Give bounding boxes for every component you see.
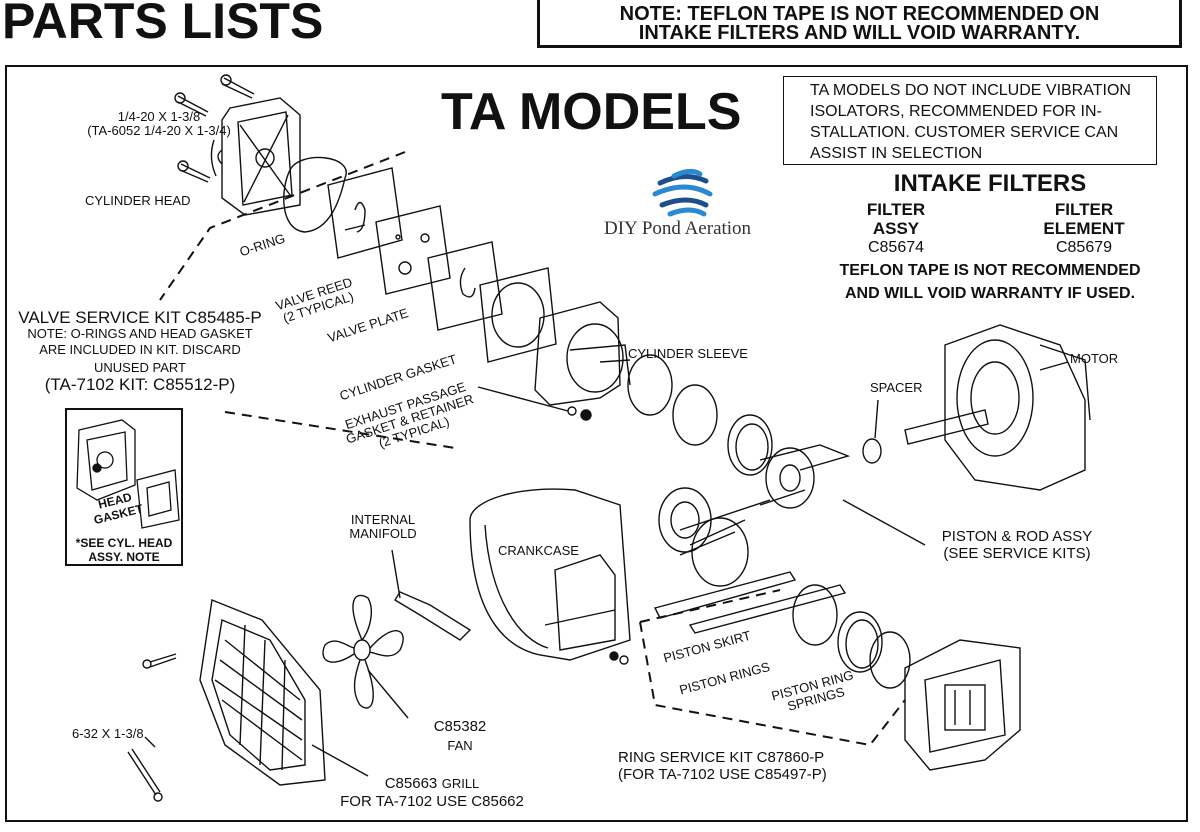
- intake-filters-heading: INTAKE FILTERS: [893, 170, 1087, 197]
- valve-reed-2: [427, 241, 503, 331]
- logo-text: DIY Pond Aeration: [604, 218, 752, 239]
- vibration-line-4: ASSIST IN SELECTION: [810, 145, 983, 162]
- vibration-line-1: TA MODELS DO NOT INCLUDE VIBRATION: [810, 82, 1131, 99]
- ring-lower-1: [792, 584, 838, 646]
- grill-part-number: C85663: [384, 775, 438, 792]
- ring-upper-2: [672, 384, 718, 446]
- diagram-title: TA MODELS: [441, 83, 742, 141]
- col1-title-1: FILTER: [866, 200, 926, 219]
- ring-service-kit-label: RING SERVICE KIT C87860-P (FOR TA-7102 U…: [618, 749, 827, 783]
- valve-kit-note-2: ARE INCLUDED IN KIT. DISCARD: [39, 342, 241, 357]
- bolt-top-label-1: 1/4-20 X 1-3/8: [117, 109, 201, 124]
- valve-kit-note-3: UNUSED PART: [94, 360, 186, 375]
- cylinder-gasket-shape: [479, 267, 557, 363]
- col2-title-1: FILTER: [1054, 200, 1114, 219]
- crankcase-label: CRANKCASE: [498, 543, 579, 558]
- see-cyl-2: ASSY. NOTE: [88, 550, 160, 564]
- valve-kit-alt: (TA-7102 KIT: C85512-P): [44, 375, 236, 394]
- vibration-line-3: STALLATION. CUSTOMER SERVICE CAN: [810, 124, 1119, 141]
- motor-label: MOTOR: [1070, 351, 1119, 366]
- bolt-bottom-label: 6-32 X 1-3/8: [72, 726, 144, 741]
- grill-name: GRILL: [441, 776, 480, 791]
- manifold-tube: [394, 591, 472, 641]
- fan-label: C85382 FAN: [420, 718, 500, 753]
- valve-kit-note-1: NOTE: O-RINGS AND HEAD GASKET: [27, 326, 253, 341]
- fan-name: FAN: [447, 738, 473, 753]
- vibration-line-2: ISOLATORS, RECOMMENDED FOR IN-: [810, 103, 1102, 120]
- filter-warning-1: TEFLON TAPE IS NOT RECOMMENDED: [839, 262, 1141, 279]
- filter-assy-column: FILTER ASSY C85674: [826, 200, 966, 258]
- filter-assy-part: C85674: [867, 239, 925, 256]
- see-cyl-note: *SEE CYL. HEAD ASSY. NOTE: [67, 536, 181, 564]
- col1-title-2: ASSY: [872, 219, 920, 238]
- spacer-label: SPACER: [870, 380, 923, 395]
- inset-drawing: [76, 419, 180, 529]
- bolt-bottom-2: [127, 748, 161, 796]
- manifold-label-2: MANIFOLD: [349, 526, 417, 541]
- piston-shape: [658, 487, 749, 587]
- valve-reed-plate: [327, 167, 403, 259]
- valve-kit-bracket: [159, 151, 456, 449]
- diagram-frame: [5, 65, 1188, 822]
- ring-upper-3: [727, 414, 773, 476]
- cylinder-head-label: CYLINDER HEAD: [85, 193, 191, 208]
- bolt-top-2: [220, 74, 255, 99]
- bolt-top-3: [177, 160, 211, 183]
- cylinder-sleeve-label: CYLINDER SLEEVE: [628, 346, 748, 361]
- ring-upper-1: [627, 354, 673, 416]
- piston-rod-label: PISTON & ROD ASSY (SEE SERVICE KITS): [922, 528, 1112, 562]
- valve-service-kit: VALVE SERVICE KIT C85485-P NOTE: O-RINGS…: [8, 308, 272, 394]
- grill-alt: FOR TA-7102 USE C85662: [340, 793, 524, 810]
- bolt-top-1: [174, 92, 209, 117]
- internal-manifold-label: INTERNAL MANIFOLD: [340, 513, 426, 541]
- filter-warning-2: AND WILL VOID WARRANTY IF USED.: [844, 285, 1136, 302]
- ring-kit-label-2: (FOR TA-7102 USE C85497-P): [618, 766, 827, 783]
- fan-part-number: C85382: [433, 718, 487, 735]
- cylinder-sleeve-shape: [534, 301, 631, 406]
- col2-title-2: ELEMENT: [1043, 219, 1125, 238]
- head-gasket-inset: HEAD GASKET *SEE CYL. HEAD ASSY. NOTE: [65, 408, 183, 566]
- vibration-note-box: TA MODELS DO NOT INCLUDE VIBRATION ISOLA…: [783, 76, 1157, 165]
- spacer-shape: [862, 438, 882, 464]
- crankcase-shape: [469, 488, 631, 661]
- ring-kit-bracket: [639, 589, 906, 747]
- piston-rod-label-2: (SEE SERVICE KITS): [943, 545, 1091, 562]
- o-ring-shape: [283, 156, 347, 233]
- bolt-bottom-1: [149, 653, 177, 668]
- intake-filters-section: INTAKE FILTERS FILTER ASSY C85674 FILTER…: [800, 170, 1180, 304]
- piston-skirt-strip-2: [688, 584, 847, 634]
- piston-rod-label-1: PISTON & ROD ASSY: [941, 528, 1093, 545]
- grill-shape: [199, 599, 326, 786]
- ring-kit-label-1: RING SERVICE KIT C87860-P: [618, 749, 825, 766]
- filter-element-part: C85679: [1055, 239, 1113, 256]
- connecting-rod: [679, 444, 851, 531]
- logo-swirl: [652, 168, 713, 217]
- page-title: PARTS LISTS: [2, 0, 324, 49]
- grill-label: C85663 GRILL FOR TA-7102 USE C85662: [312, 775, 552, 810]
- note-line-2: INTAKE FILTERS AND WILL VOID WARRANTY.: [638, 22, 1081, 44]
- bolt-top-label: 1/4-20 X 1-3/8 (TA-6052 1/4-20 X 1-3/4): [54, 110, 264, 138]
- bolt-top-label-2: (TA-6052 1/4-20 X 1-3/4): [87, 123, 231, 138]
- filter-element-column: FILTER ELEMENT C85679: [1014, 200, 1154, 258]
- note-line-1: NOTE: TEFLON TAPE IS NOT RECOMMENDED ON: [619, 3, 1100, 25]
- motor-shape: [904, 324, 1091, 491]
- fan-shape: [322, 594, 409, 719]
- filter-head-shape: [904, 639, 1021, 771]
- piston-skirt-strip-1: [653, 571, 797, 619]
- ring-lower-2: [837, 611, 883, 673]
- valve-kit-title: VALVE SERVICE KIT C85485-P: [18, 308, 262, 327]
- teflon-warning-note: NOTE: TEFLON TAPE IS NOT RECOMMENDED ON …: [537, 0, 1182, 48]
- see-cyl-1: *SEE CYL. HEAD: [75, 536, 173, 550]
- valve-plate-shape: [375, 205, 451, 295]
- manifold-label-1: INTERNAL: [350, 512, 416, 527]
